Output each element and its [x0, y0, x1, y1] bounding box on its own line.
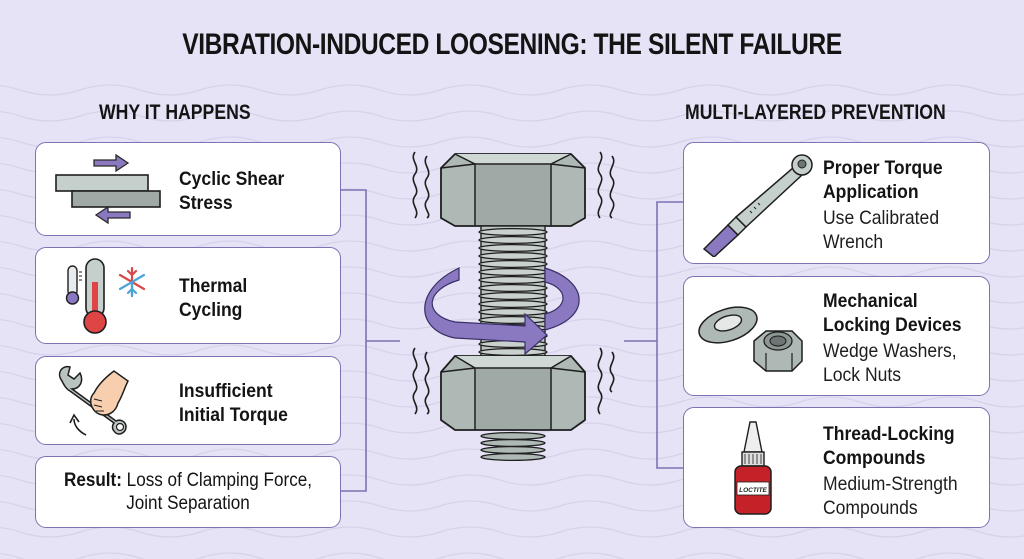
result-line1: Loss of Clamping Force, [126, 470, 313, 491]
prevention-label: Mechanical Locking Devices [823, 289, 962, 337]
cause-label-line1: Cyclic Shear [179, 168, 285, 190]
prevention-label-line1: Proper Torque [823, 157, 943, 179]
thread-ridge [478, 283, 548, 293]
cause-card-insufficient-torque: Insufficient Initial Torque [35, 356, 341, 445]
thread-ridge [478, 347, 548, 357]
thread-ridge [478, 251, 548, 261]
result-line2: Joint Separation [126, 493, 250, 514]
thread-ridge [478, 235, 548, 245]
prevention-label-line2: Application [823, 181, 919, 203]
bolt-head [440, 153, 586, 227]
prevention-detail-line2: Lock Nuts [823, 364, 902, 386]
background-wave [0, 526, 1024, 538]
prevention-detail-line2: Compounds [823, 497, 918, 519]
washer-nut-icon [698, 306, 803, 372]
thread-ridge [480, 438, 546, 448]
cause-label: Cyclic Shear Stress [179, 167, 284, 215]
thread-ridge [478, 267, 548, 277]
prevention-label: Proper Torque Application [823, 156, 943, 204]
prevention-card-mechanical: Mechanical Locking Devices Wedge Washers… [683, 276, 990, 396]
thread-ridge [480, 452, 546, 462]
cause-label-line1: Insufficient [179, 380, 273, 402]
threadlocker-bottle-icon: LOCTITE [734, 421, 772, 515]
thread-ridge [478, 291, 548, 301]
vibration-lines-icon [412, 151, 615, 415]
thread-ridge [478, 315, 548, 325]
vibrating-bolt-illustration [412, 151, 615, 462]
prevention-card-threadlocker: LOCTITE Thread-Locking Compounds Medium-… [683, 407, 990, 528]
prevention-label-line1: Thread-Locking [823, 423, 955, 445]
cause-label: Insufficient Initial Torque [179, 379, 288, 427]
background-wave [0, 552, 986, 559]
cause-label-line2: Cycling [179, 299, 243, 321]
prevention-label-line1: Mechanical [823, 290, 918, 312]
thread-ridge [478, 275, 548, 285]
thread-ridge [478, 259, 548, 269]
prevention-detail: Wedge Washers, Lock Nuts [823, 339, 957, 387]
thread-ridge [480, 445, 546, 455]
cause-card-thermal-cycling: Thermal Cycling [35, 247, 341, 344]
hex-nut [440, 355, 586, 431]
result-card: Result: Loss of Clamping Force, Joint Se… [35, 456, 341, 528]
prevention-label: Thread-Locking Compounds [823, 422, 955, 470]
rotation-arrow-icon [424, 267, 580, 356]
hand-wrench-icon [58, 365, 129, 436]
cause-label: Thermal Cycling [179, 274, 247, 322]
result-text: Result: Loss of Clamping Force, Joint Se… [51, 469, 325, 515]
thread-ridge [478, 243, 548, 253]
torque-wrench-icon [702, 154, 813, 257]
cause-label-line2: Initial Torque [179, 404, 288, 426]
thread-ridge [478, 299, 548, 309]
prevention-label-line2: Locking Devices [823, 314, 962, 336]
prevention-card-torque: Proper Torque Application Use Calibrated… [683, 142, 990, 264]
result-prefix: Result: [63, 470, 122, 491]
thread-ridge [478, 307, 548, 317]
prevention-detail-line2: Wrench [823, 231, 884, 253]
prevention-detail-line1: Wedge Washers, [823, 340, 957, 362]
prevention-detail-line1: Medium-Strength [823, 473, 958, 495]
cause-card-cyclic-shear: Cyclic Shear Stress [35, 142, 341, 236]
prevention-label-line2: Compounds [823, 447, 926, 469]
bottle-label-text: LOCTITE [739, 487, 767, 494]
thread-ridge [478, 227, 548, 237]
shear-plates-icon [55, 153, 161, 225]
section-heading-prevention: MULTI-LAYERED PREVENTION [685, 101, 946, 124]
cause-label-line1: Thermal [179, 275, 248, 297]
prevention-detail: Use Calibrated Wrench [823, 206, 939, 254]
thermometer-snowflake-icon [65, 258, 146, 334]
background-wave [0, 110, 1024, 122]
prevention-detail: Medium-Strength Compounds [823, 472, 958, 520]
section-heading-why: WHY IT HAPPENS [99, 101, 251, 124]
background-wave [0, 84, 1024, 96]
thread-ridge [480, 431, 546, 441]
cause-label-line2: Stress [179, 192, 233, 214]
page-title: VIBRATION-INDUCED LOOSENING: THE SILENT … [182, 28, 842, 61]
bolt-tail [480, 431, 546, 462]
prevention-detail-line1: Use Calibrated [823, 207, 940, 229]
